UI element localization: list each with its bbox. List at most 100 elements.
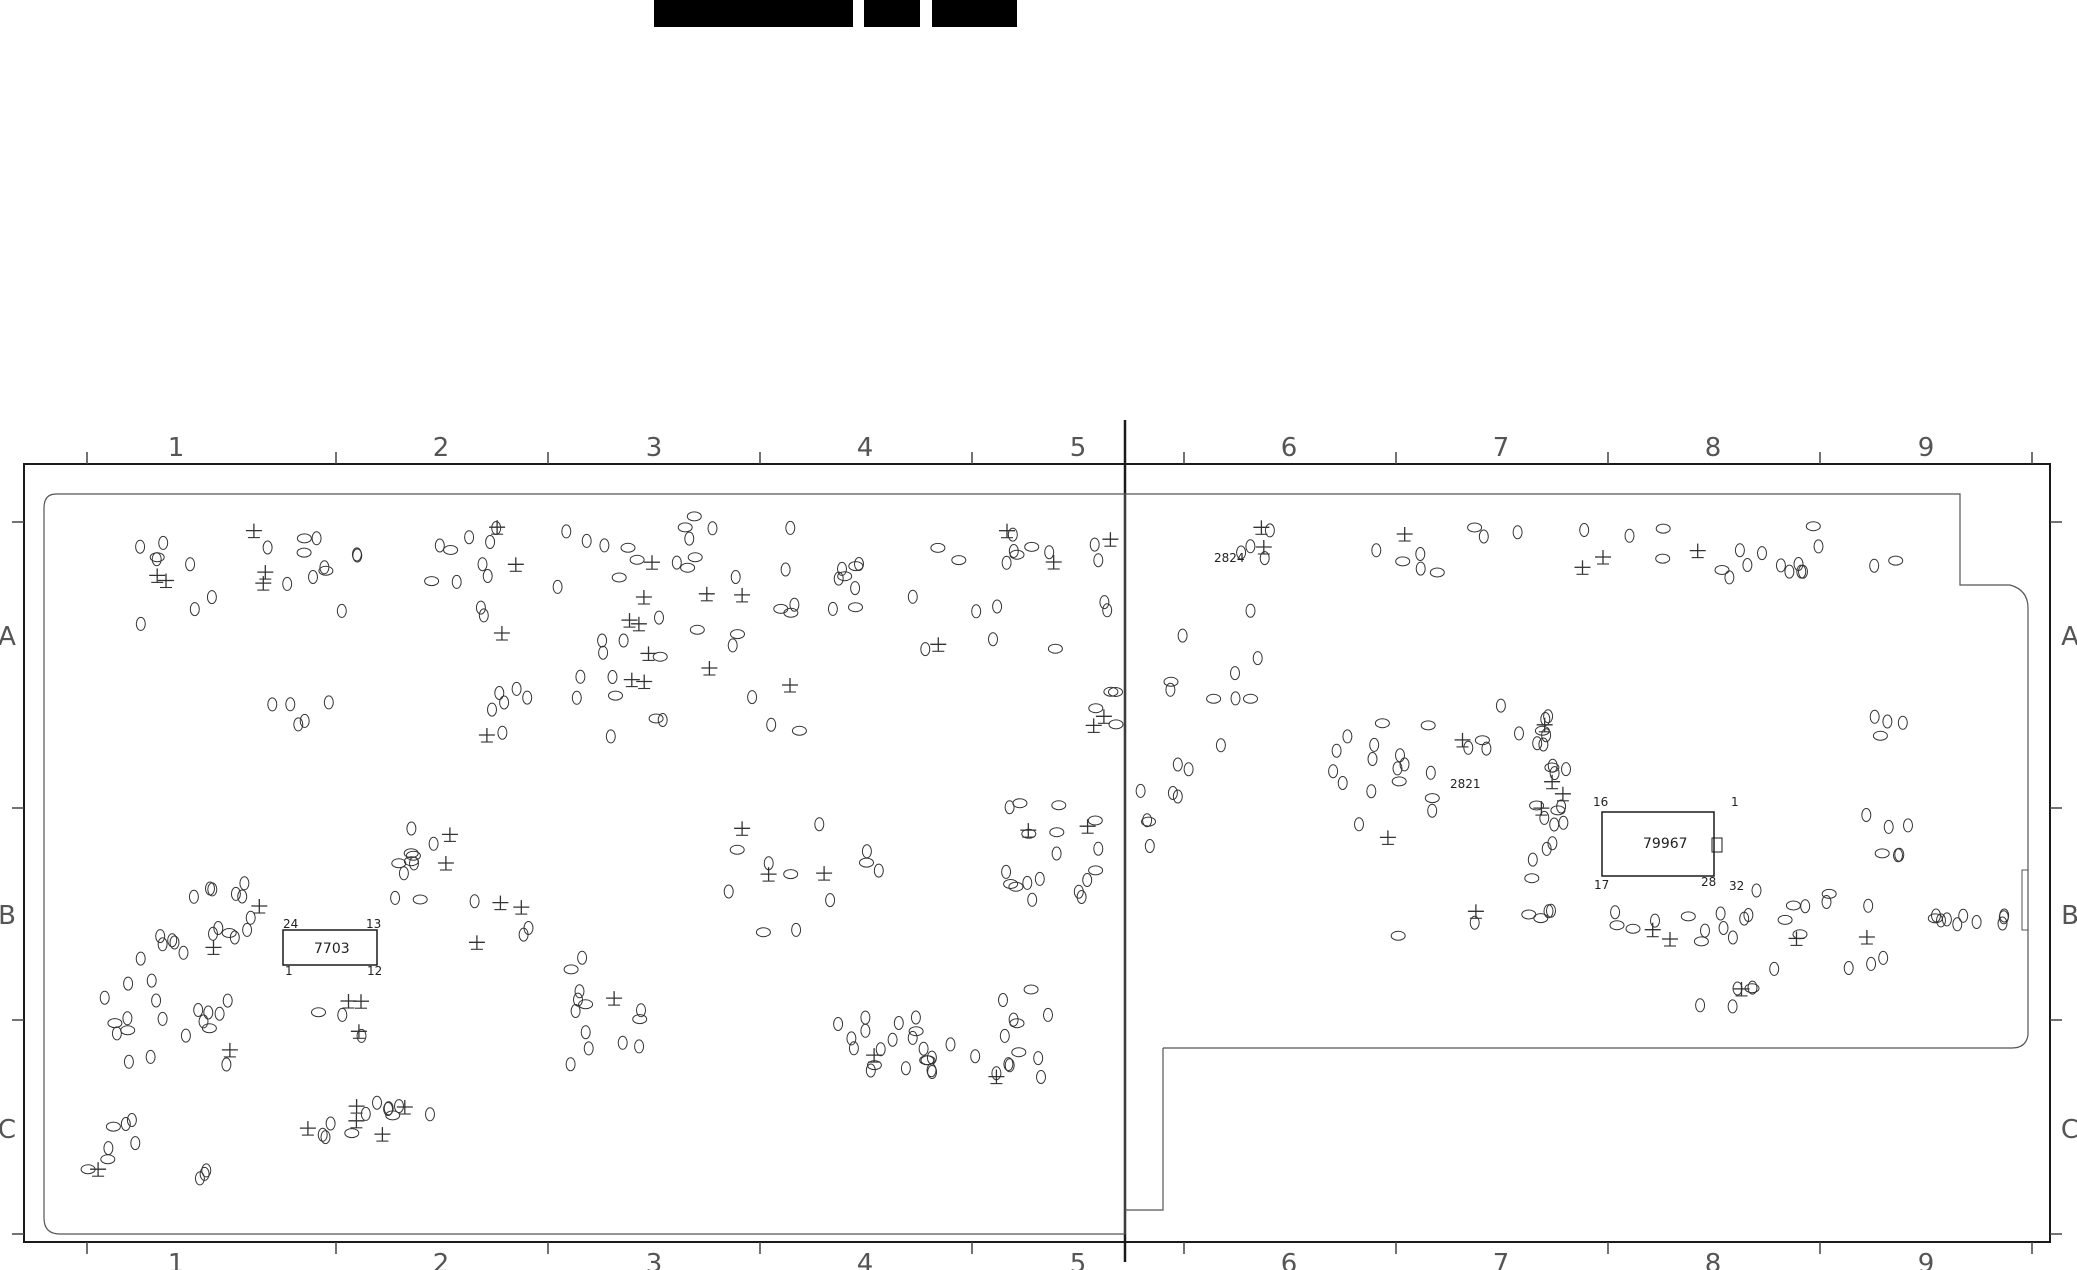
ic-79967-pin-bl: 17	[1594, 878, 1609, 892]
footprint-transistor	[396, 1100, 413, 1115]
footprint-resistor	[185, 557, 196, 572]
footprint-resistor	[887, 1032, 898, 1047]
footprint-resistor	[434, 538, 445, 553]
footprint-resistor	[992, 599, 1003, 614]
footprint-capacitor	[296, 547, 312, 558]
ic-7703: 7703 24 13 1 12	[282, 917, 382, 978]
footprint-resistor	[428, 836, 439, 851]
footprint-transistor	[630, 616, 647, 632]
footprint-transistor	[1379, 830, 1396, 845]
ic-7703-pin-br: 12	[367, 964, 382, 978]
footprint-capacitor	[403, 848, 419, 859]
footprint-resistor	[780, 562, 791, 577]
footprint-capacitor	[687, 552, 703, 563]
footprint-resistor	[194, 1171, 205, 1186]
footprint-capacitor	[611, 572, 627, 583]
footprint-resistor	[1167, 786, 1178, 800]
footprint-resistor	[282, 576, 293, 591]
redacted-block-1	[654, 0, 853, 27]
footprint-capacitor	[620, 542, 636, 553]
grid-col-3-top: 3	[646, 433, 663, 463]
footprint-resistor	[390, 890, 401, 905]
footprint-capacitor	[1785, 900, 1801, 911]
footprint-resistor	[1144, 839, 1155, 853]
footprint-capacitor	[344, 1128, 360, 1139]
footprint-capacitor	[1777, 914, 1793, 925]
footprint-resistor	[837, 561, 847, 576]
footprint-capacitor	[1888, 555, 1904, 566]
footprint-resistor	[1532, 736, 1543, 751]
grid-col-7-top: 7	[1493, 433, 1510, 463]
footprint-resistor	[1952, 917, 1963, 932]
footprint-resistor	[900, 1061, 911, 1076]
footprint-transistor	[255, 576, 272, 591]
footprint-resistor	[657, 713, 668, 727]
footprint-capacitor	[578, 999, 594, 1010]
footprint-transistor	[760, 867, 777, 882]
footprint-resistor	[580, 1025, 591, 1040]
footprint-transistor	[221, 1042, 238, 1058]
footprint-resistor	[201, 1163, 212, 1178]
ic-7703-pin-tr: 13	[366, 917, 381, 931]
footprint-resistor	[180, 1028, 191, 1043]
grid-col-5-top: 5	[1070, 433, 1087, 463]
footprint-transistor	[257, 565, 274, 580]
footprint-resistor	[1843, 961, 1854, 975]
footprint-resistor	[1093, 841, 1104, 856]
footprint-resistor	[1463, 740, 1474, 755]
footprint-resistor	[1331, 743, 1342, 758]
footprint-resistor	[469, 894, 480, 909]
footprint-resistor	[103, 1141, 114, 1156]
footprint-resistor	[833, 571, 844, 586]
footprint-resistor	[1546, 903, 1556, 918]
footprint-resistor	[1512, 525, 1523, 540]
footprint-capacitor	[686, 511, 702, 522]
footprint-capacitor	[1047, 643, 1063, 654]
footprint-resistor	[122, 1011, 133, 1026]
footprint-resistor	[319, 560, 330, 575]
footprint-resistor	[552, 579, 563, 594]
footprint-resistor	[1004, 800, 1015, 815]
grid-row-B-left: B	[0, 901, 16, 931]
footprint-resistor	[789, 597, 800, 612]
footprint-resistor	[1739, 911, 1750, 926]
footprint-capacitor	[105, 1121, 121, 1132]
footprint-resistor	[1798, 564, 1808, 579]
footprint-capacitor	[1108, 687, 1123, 697]
footprint-resistor	[317, 1127, 328, 1142]
footprint-resistor	[1051, 846, 1062, 861]
footprint-resistor	[1695, 998, 1706, 1013]
footprint-resistor	[158, 535, 169, 550]
footprint-resistor	[860, 1023, 871, 1038]
footprint-resistor	[1541, 841, 1552, 856]
footprint-capacitor	[729, 844, 745, 855]
footprint-transistor	[636, 674, 653, 690]
footprint-transistor	[350, 1024, 367, 1039]
footprint-resistor	[311, 531, 322, 546]
footprint-resistor	[1215, 738, 1226, 753]
footprint-resistor	[1527, 852, 1538, 867]
ic-7703-pin-bl: 1	[285, 964, 293, 978]
footprint-transistor	[1689, 543, 1706, 559]
footprint-capacitor	[296, 533, 312, 544]
footprint-resistor	[1371, 543, 1382, 558]
footprint-resistor	[1883, 819, 1894, 834]
footprint-resistor	[860, 1010, 871, 1025]
footprint-resistor	[927, 1065, 938, 1079]
footprint-capacitor	[403, 856, 419, 867]
footprint-capacitor	[1243, 693, 1258, 704]
footprint-resistor	[1775, 558, 1786, 573]
footprint-resistor	[285, 697, 296, 712]
footprint-transistor	[1662, 932, 1678, 947]
footprint-resistor	[1034, 871, 1045, 886]
footprint-resistor	[1044, 545, 1055, 560]
footprint-resistor	[1727, 999, 1738, 1014]
footprint-capacitor	[837, 571, 853, 582]
footprint-resistor	[267, 697, 278, 712]
footprint-resistor	[850, 581, 861, 596]
footprint-resistor	[1230, 691, 1241, 706]
grid-col-3-bottom: 3	[646, 1249, 663, 1270]
footprint-resistor	[189, 602, 200, 617]
footprint-resistor	[1165, 682, 1176, 697]
